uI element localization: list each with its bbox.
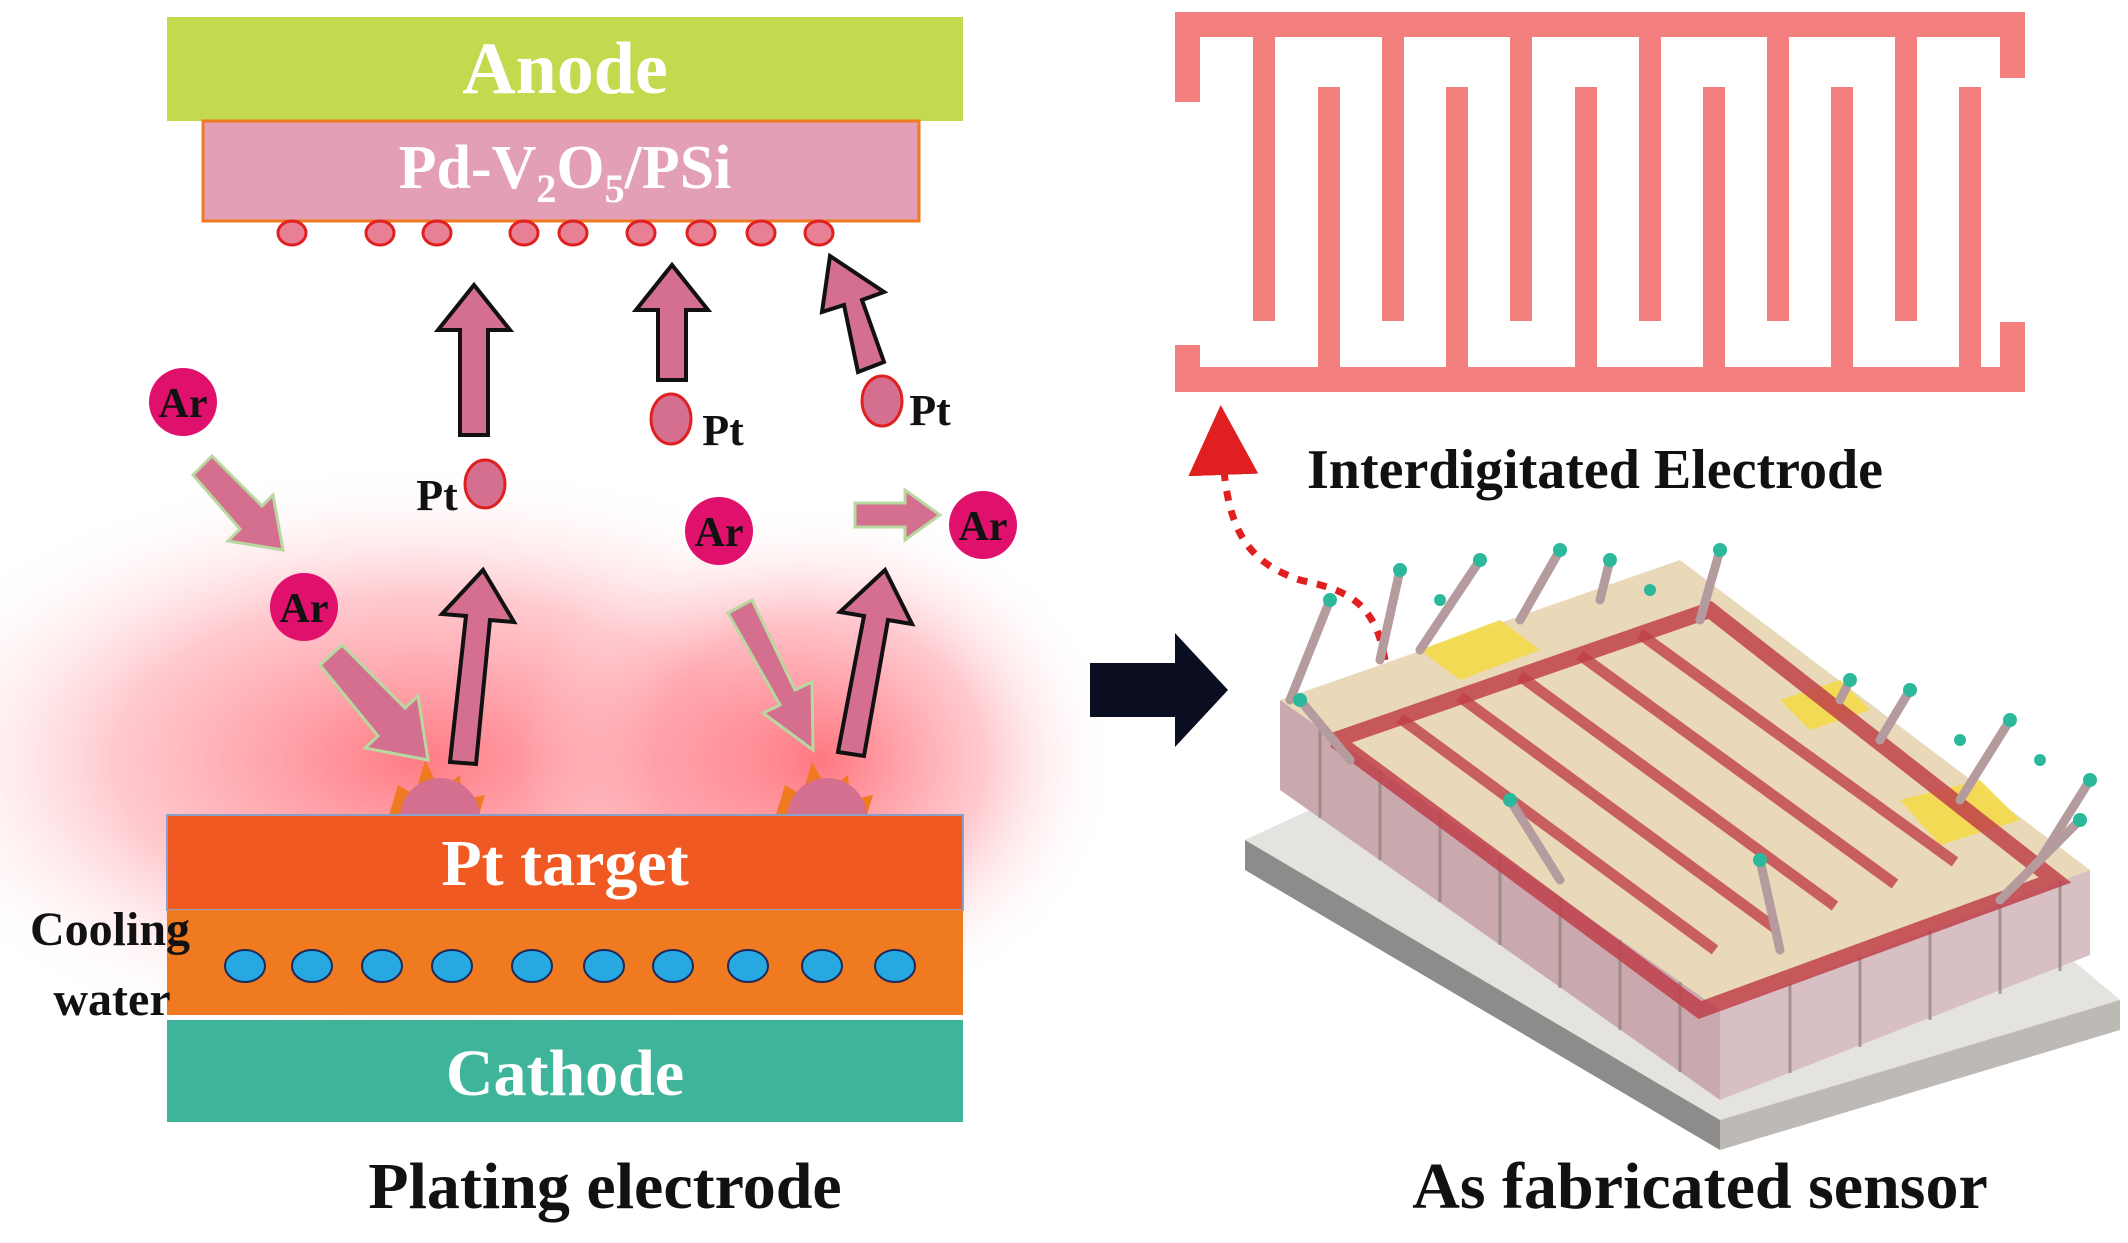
ar-atom-1: Ar <box>149 368 217 436</box>
pt-atom-1: Pt <box>416 458 507 520</box>
interdigitated-electrode <box>1175 12 2025 392</box>
ar-atom-2: Ar <box>270 573 338 641</box>
sputter-burst-left <box>388 760 485 818</box>
ar-atom-3: Ar <box>685 497 753 565</box>
as-fabricated-sensor-caption: As fabricated sensor <box>1412 1150 1988 1223</box>
cooling-label-line2: water <box>53 973 170 1026</box>
pt-atoms: Pt Pt Pt <box>416 374 951 520</box>
svg-text:Pt: Pt <box>702 406 744 455</box>
argon-arrows <box>190 453 943 762</box>
cathode-label: Cathode <box>446 1037 684 1110</box>
cooling-label-line1: Cooling <box>30 903 190 956</box>
svg-text:Ar: Ar <box>695 510 744 556</box>
substrate-block: Pd-V2O5/PSi <box>201 119 921 223</box>
water-drops <box>224 949 916 983</box>
svg-text:Ar: Ar <box>159 381 208 427</box>
substrate-label: Pd-V2O5/PSi <box>399 134 732 211</box>
pt-target-label: Pt target <box>441 827 688 900</box>
pt-up-arrow-2 <box>631 261 713 382</box>
transition-arrow <box>1090 633 1228 747</box>
sputter-burst-right <box>775 762 873 818</box>
anode-block: Anode <box>167 17 963 121</box>
pt-up-arrow-5 <box>835 566 916 759</box>
argon-atoms: Ar Ar Ar Ar <box>149 368 1017 641</box>
ar-atom-4: Ar <box>949 491 1017 559</box>
pt-up-arrow-3 <box>819 252 889 375</box>
fabricated-sensor <box>1245 543 2120 1150</box>
cathode-block: Cathode <box>167 1020 963 1122</box>
dotted-pointer-arrow <box>1188 405 1389 661</box>
pt-up-arrow-1 <box>433 281 515 437</box>
deposited-particles <box>276 219 835 247</box>
upward-arrows <box>433 252 916 767</box>
ar-down-arrow-1 <box>190 453 285 552</box>
pt-up-arrow-4 <box>437 566 518 767</box>
pt-atom-3: Pt <box>860 374 951 435</box>
svg-text:Ar: Ar <box>280 586 329 632</box>
anode-label: Anode <box>462 28 668 110</box>
interdigitated-electrode-caption: Interdigitated Electrode <box>1307 439 1883 501</box>
plating-electrode-caption: Plating electrode <box>368 1150 841 1223</box>
pt-atom-2: Pt <box>649 392 744 455</box>
svg-text:Pt: Pt <box>416 471 458 520</box>
ar-down-arrow-2 <box>317 642 430 762</box>
ar-down-arrow-3 <box>725 597 815 754</box>
cooling-block <box>167 910 963 1015</box>
ar-right-arrow <box>853 487 943 543</box>
svg-text:Pt: Pt <box>909 386 951 435</box>
svg-text:Ar: Ar <box>959 504 1008 550</box>
pt-target-block: Pt target <box>166 814 964 911</box>
